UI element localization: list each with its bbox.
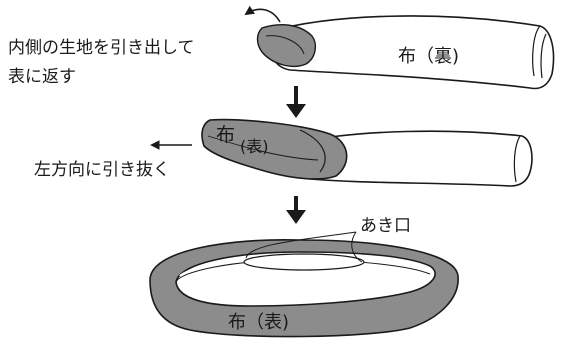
curved-arrow-icon [244,5,281,23]
step2-fabric-seam [207,135,319,161]
step2-tube-end [513,135,521,183]
step3-opening-label: あき口 [360,216,411,236]
step1-tube-body [267,15,555,90]
step1-inner-fabric [256,24,317,68]
step1-fabric-label: 布（裏) [398,46,459,67]
step3-opening [243,253,365,271]
step2-fabric-label-char: 布 [216,124,235,146]
down-arrow-icon [286,86,306,118]
step2-fabric-label-rest: (表) [240,137,269,156]
step2-fabric-front [201,118,348,180]
opening-leader [245,231,363,263]
step1-instruction-line1: 内側の生地を引き出して [8,38,195,58]
step3-fabric-label: 布（表) [228,312,289,333]
step2-tube [201,118,533,187]
step1-inner-fold [265,35,305,55]
step3-band [149,238,459,338]
step3-loop [149,238,459,338]
step2-fabric-fold [299,129,326,173]
step1-tube-end [532,25,547,79]
step2-instruction: 左方向に引き抜く [34,160,170,180]
step1-instruction-line2: 表に返す [8,67,76,87]
down-arrow-icon [286,196,306,224]
step1-tube [256,15,555,90]
step2-tube-back [299,130,533,187]
